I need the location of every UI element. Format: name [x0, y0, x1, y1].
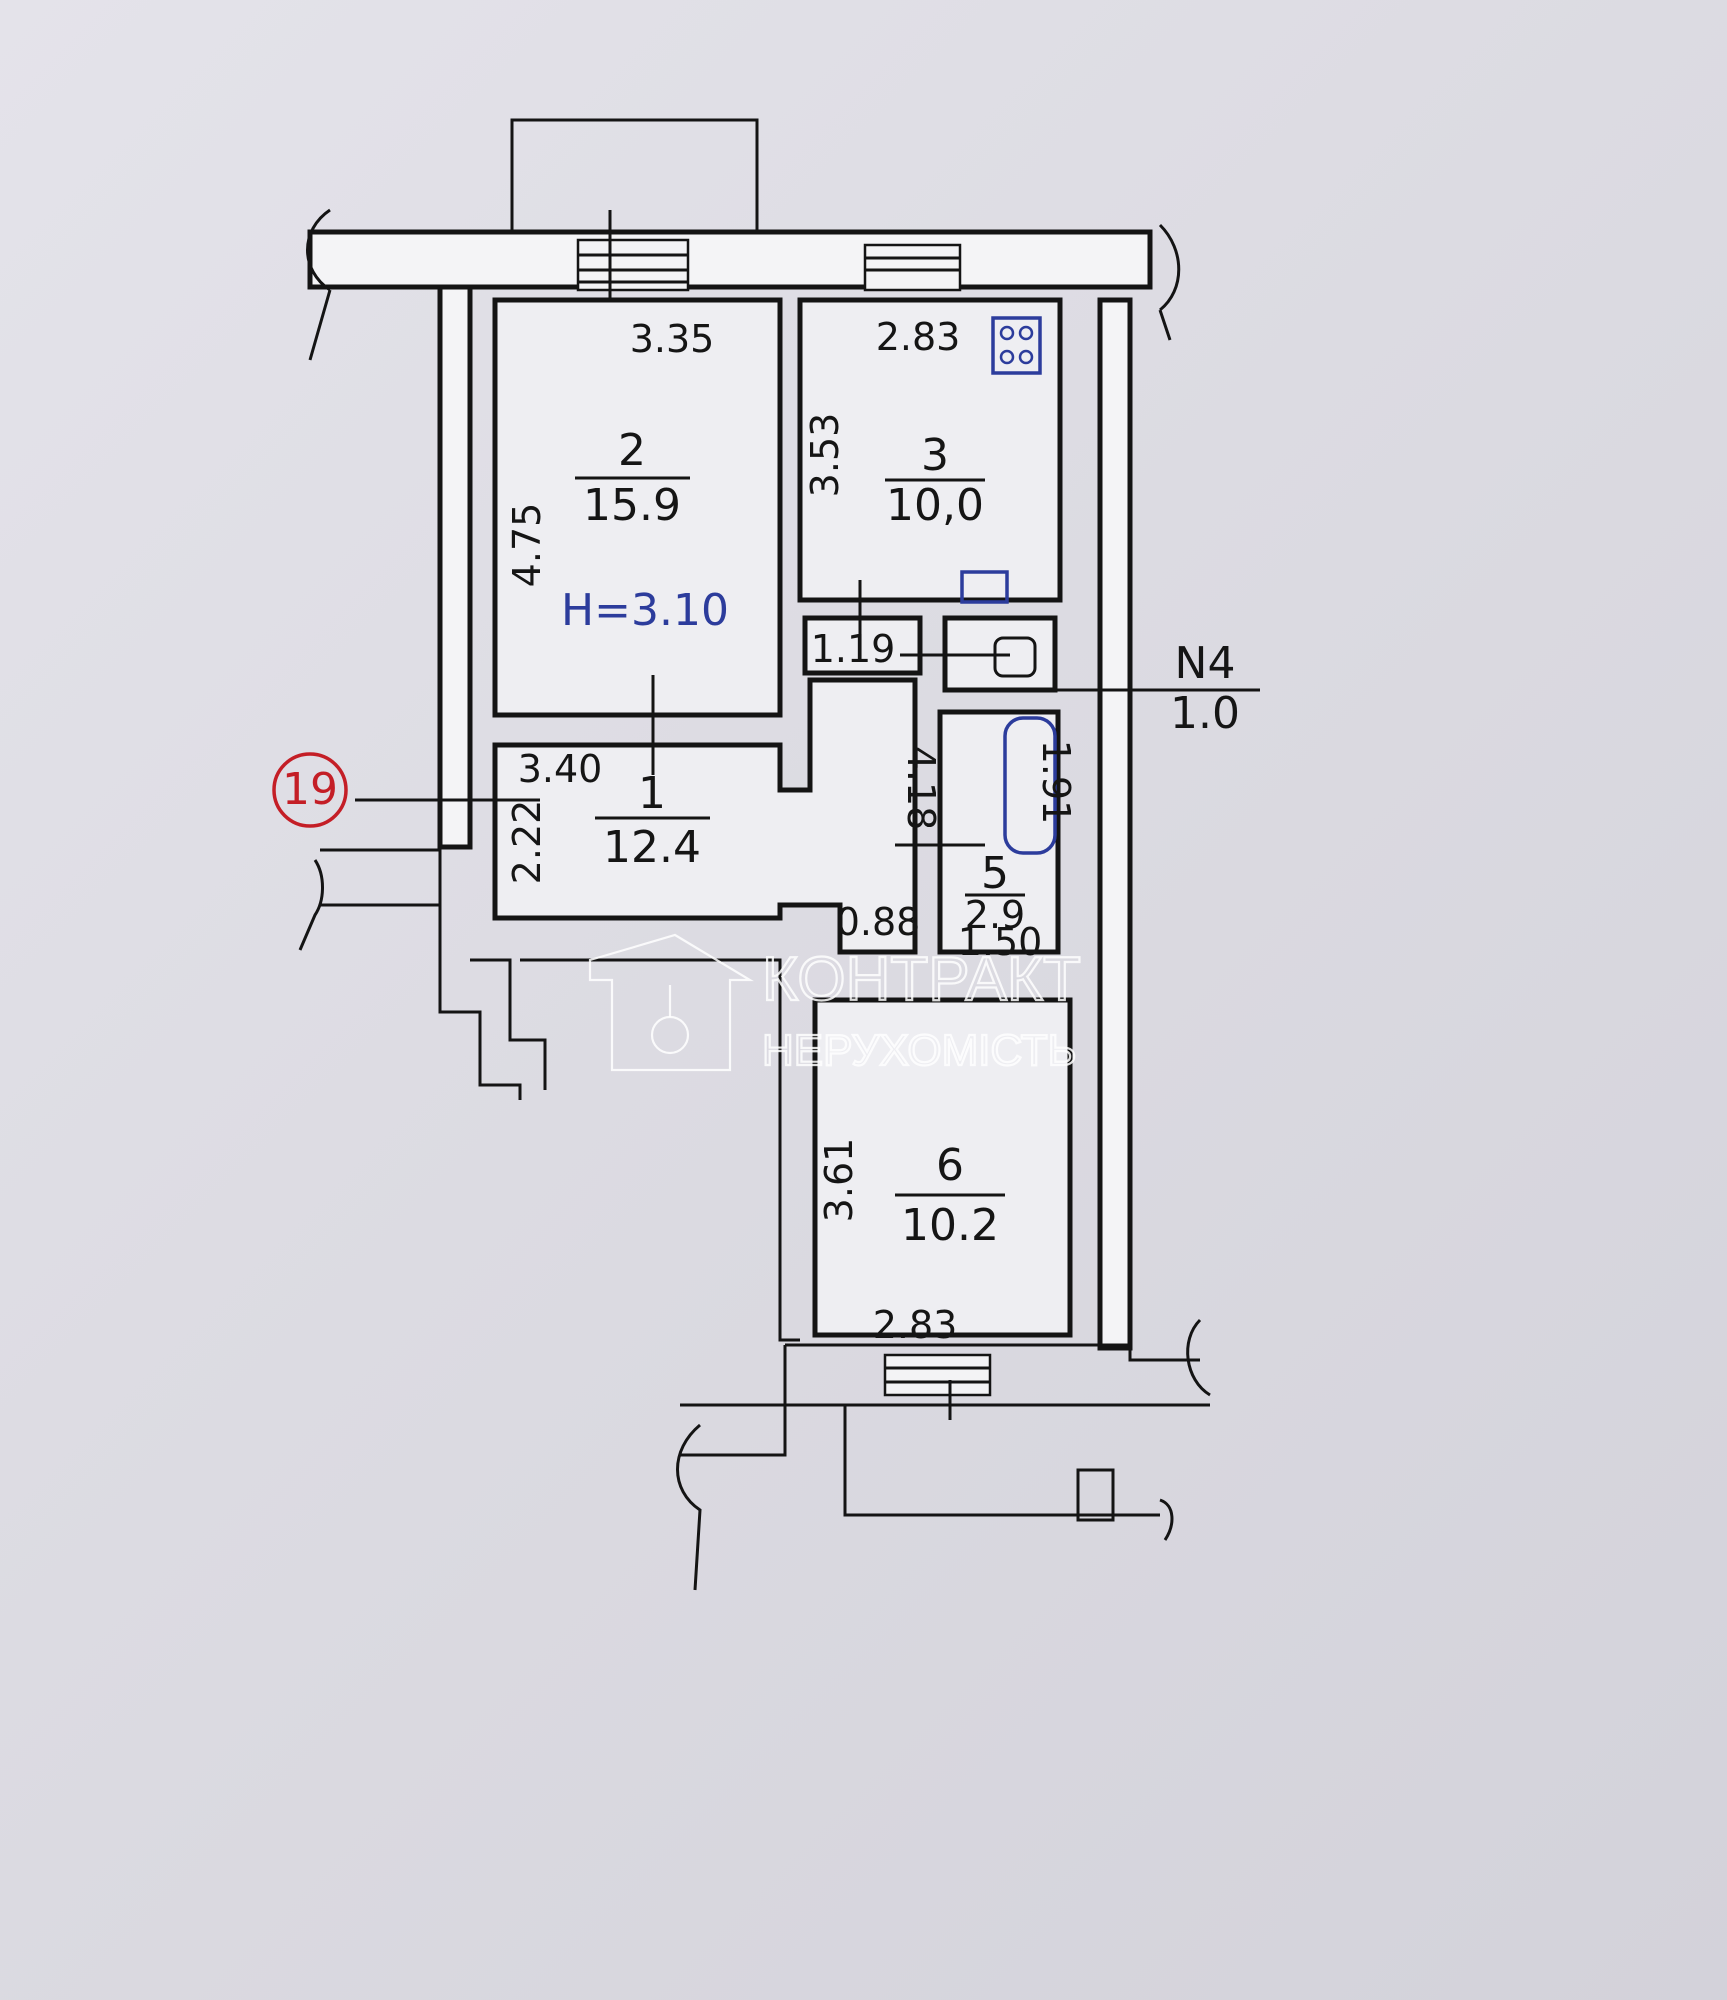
break-line-bottom-right	[1186, 1318, 1211, 1397]
room-n4-number: N4	[1175, 638, 1236, 689]
bottom-left-wall	[680, 1345, 787, 1457]
left-wall	[437, 284, 473, 850]
stove-burner-1	[999, 325, 1015, 341]
room-6-area: 10.2	[901, 1200, 999, 1251]
stove-icon	[991, 316, 1042, 375]
dim-room6-height: 3.61	[817, 1138, 861, 1223]
window-room3	[863, 243, 962, 292]
bathtub-icon	[1003, 716, 1057, 855]
room-6	[812, 997, 1073, 1338]
break-line-left-entry	[298, 859, 324, 951]
room-2	[492, 297, 783, 718]
dim-room3-width: 2.83	[876, 315, 961, 359]
ceiling-height: H=3.10	[561, 585, 729, 636]
room-1	[492, 677, 918, 955]
stove-burner-3	[999, 349, 1015, 365]
toilet-icon	[993, 636, 1037, 678]
apartment-number: 19	[282, 764, 338, 815]
window-room6	[883, 1353, 992, 1397]
dim-opening-width: 0.88	[836, 900, 921, 944]
right-wall	[1097, 297, 1133, 1351]
room-6-number: 6	[936, 1140, 964, 1191]
dim-room3-height: 3.53	[803, 413, 847, 498]
room-3-number: 3	[921, 430, 949, 481]
room-1-area: 12.4	[603, 822, 701, 873]
break-line-top-right	[1158, 223, 1181, 341]
corridor-lower-wall	[520, 958, 800, 1342]
watermark-line1: КОНТРАКТ	[762, 945, 1081, 1014]
dim-bath-length: 1.91	[1034, 740, 1078, 825]
dim-wc-width: 1.19	[811, 627, 896, 671]
dim-room1-width: 3.40	[518, 747, 603, 791]
room-n4-area: 1.0	[1170, 688, 1240, 739]
room-5-area: 2.9	[965, 893, 1025, 937]
sink-icon	[960, 570, 1009, 604]
dim-room1-height: 2.22	[505, 800, 549, 885]
room-1-number: 1	[638, 768, 666, 819]
top-wall	[307, 229, 1153, 290]
break-line-bottom-left	[676, 1423, 702, 1591]
dim-room2-height: 4.75	[505, 503, 549, 588]
room-3-area: 10,0	[886, 480, 984, 531]
balcony-top	[510, 118, 759, 237]
left-stair-wall-inner	[470, 958, 547, 1090]
room-5-number: 5	[981, 848, 1009, 899]
room-3	[797, 297, 1063, 603]
balcony-bottom	[843, 1405, 1160, 1517]
watermark-key-icon	[650, 1015, 690, 1055]
stove-burner-2	[1018, 325, 1034, 341]
watermark-house-icon	[588, 933, 754, 1072]
dim-bath-width: 1.50	[958, 920, 1043, 964]
apartment-number-circle	[272, 752, 348, 828]
dim-corridor-length: 4.18	[899, 746, 943, 831]
break-line-top-left	[306, 208, 332, 361]
balcony-post	[1076, 1468, 1115, 1522]
stove-burner-4	[1018, 349, 1034, 365]
bottom-wall	[785, 1343, 1200, 1362]
closet-1.19	[802, 615, 923, 676]
dim-room2-width: 3.35	[630, 317, 715, 361]
watermark-line2: НЕРУХОМІСТЬ	[762, 1026, 1077, 1075]
break-line-bottom-right-2	[1159, 1498, 1174, 1541]
room-2-area: 15.9	[583, 480, 681, 531]
left-stair-wall	[438, 847, 522, 1100]
room-5	[937, 709, 1061, 955]
room-2-number: 2	[618, 425, 646, 476]
dim-room6-width: 2.83	[873, 1303, 958, 1347]
watermark: КОНТРАКТ НЕРУХОМІСТЬ	[588, 933, 1082, 1076]
